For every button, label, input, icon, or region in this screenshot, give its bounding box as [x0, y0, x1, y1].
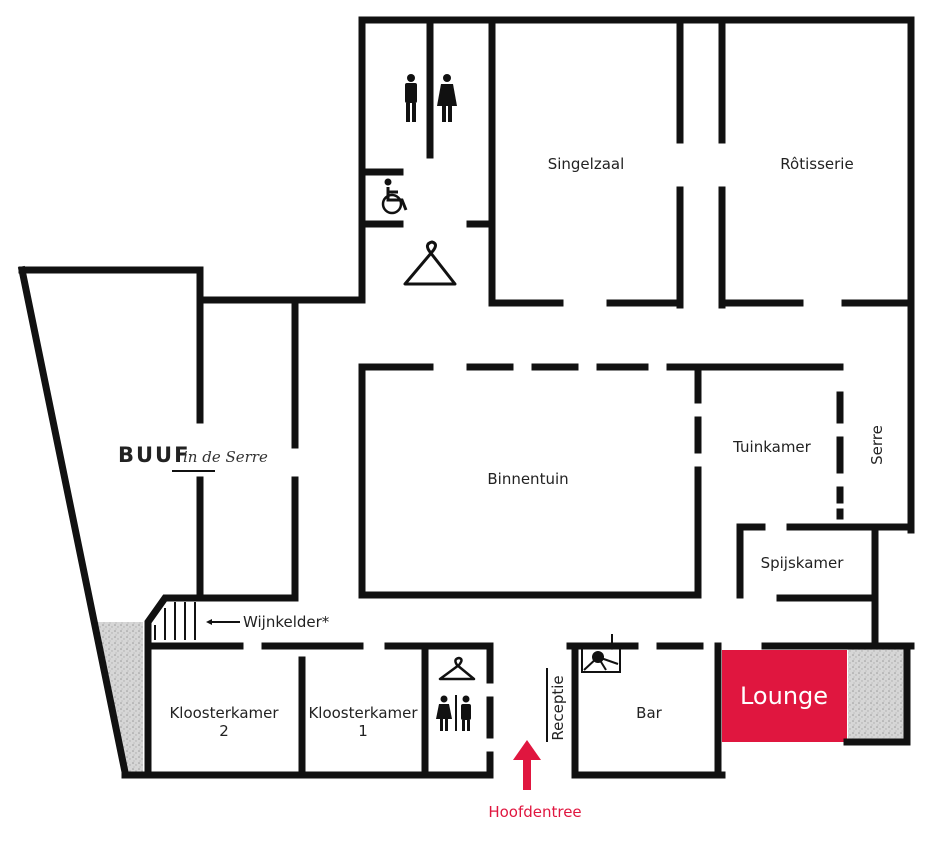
room-label-kloosterkamer-2[interactable]: Kloosterkamer [169, 704, 279, 722]
walls [17, 16, 915, 779]
lounge-room[interactable] [722, 650, 847, 742]
room-label-kloosterkamer-1[interactable]: Kloosterkamer [308, 704, 418, 722]
room-label-receptie[interactable]: Receptie [549, 675, 567, 740]
arrow-up-icon[interactable] [513, 740, 541, 790]
entrance-label[interactable]: Hoofdentree [488, 803, 581, 821]
room-label-rotisserie[interactable]: Rôtisserie [780, 155, 853, 173]
room-label-wijnkelder[interactable]: Wijnkelder* [243, 613, 330, 631]
toilet-icon [405, 74, 457, 122]
hatched-block-left [96, 622, 143, 772]
coat-hanger-icon [403, 240, 457, 286]
room-label-kloosterkamer-2-number[interactable]: 2 [219, 722, 229, 740]
room-label-serre[interactable]: Serre [868, 425, 886, 465]
hatched-block-right [848, 646, 906, 741]
room-label-bar[interactable]: Bar [636, 704, 662, 722]
toilet-icon [436, 695, 471, 731]
wijnkelder-arrow-icon [206, 619, 240, 625]
wheelchair-icon [381, 178, 408, 215]
logo-main: BUUF [118, 443, 190, 467]
buuf-logo: BUUF in de Serre [118, 443, 268, 472]
room-label-tuinkamer[interactable]: Tuinkamer [732, 438, 812, 456]
room-label-lounge[interactable]: Lounge [740, 682, 828, 710]
spiral-stair-icon [581, 634, 621, 673]
room-label-spijskamer[interactable]: Spijskamer [761, 554, 845, 572]
room-label-singelzaal[interactable]: Singelzaal [548, 155, 625, 173]
stairs-icon [154, 602, 196, 640]
coat-hanger-icon [438, 656, 476, 681]
logo-script: in de Serre [183, 448, 268, 466]
room-label-binnentuin[interactable]: Binnentuin [487, 470, 568, 488]
room-label-kloosterkamer-1-number[interactable]: 1 [358, 722, 368, 740]
